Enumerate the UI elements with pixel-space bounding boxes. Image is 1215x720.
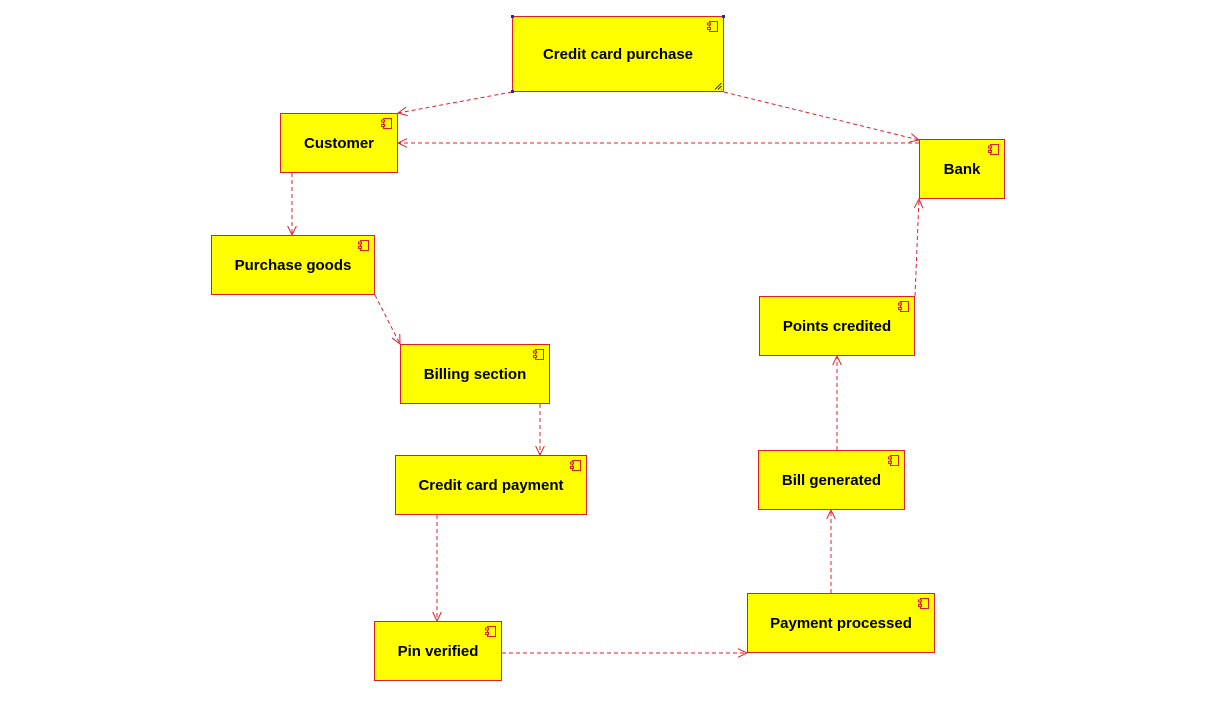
node-purchase-goods[interactable]: Purchase goods — [211, 235, 375, 295]
edge-credit-card-purchase-to-customer[interactable] — [396, 91, 513, 117]
arrowhead-icon — [396, 138, 408, 148]
arrowhead-icon — [396, 106, 408, 117]
component-icon — [570, 460, 581, 471]
edge-credit-card-purchase-to-bank[interactable] — [723, 91, 921, 143]
component-icon — [988, 144, 999, 155]
component-icon — [358, 240, 369, 251]
edge-purchase-goods-to-billing-section[interactable] — [374, 294, 401, 346]
node-label: Payment processed — [770, 614, 912, 632]
node-label: Bank — [943, 160, 981, 178]
component-icon — [918, 598, 929, 609]
node-customer[interactable]: Customer — [280, 113, 398, 173]
node-credit-card-payment[interactable]: Credit card payment — [395, 455, 587, 515]
node-label: Credit card payment — [418, 476, 564, 494]
node-label: Credit card purchase — [542, 45, 694, 63]
node-pin-verified[interactable]: Pin verified — [374, 621, 502, 681]
node-payment-processed[interactable]: Payment processed — [747, 593, 935, 653]
node-label: Bill generated — [781, 471, 882, 489]
node-bill-generated[interactable]: Bill generated — [758, 450, 905, 510]
node-points-credited[interactable]: Points credited — [759, 296, 915, 356]
arrowhead-icon — [913, 197, 924, 209]
component-icon — [381, 118, 392, 129]
component-icon — [898, 301, 909, 312]
component-icon — [485, 626, 496, 637]
resize-grip-icon[interactable] — [713, 81, 722, 90]
arrowhead-icon — [826, 508, 836, 520]
component-icon — [533, 349, 544, 360]
node-label: Purchase goods — [234, 256, 352, 274]
node-label: Customer — [303, 134, 374, 152]
edge-customer-to-purchase-goods[interactable] — [287, 173, 297, 237]
edge-bill-generated-to-points-credited[interactable] — [832, 354, 842, 450]
edge-billing-section-to-credit-card-payment[interactable] — [535, 404, 545, 457]
selection-handle[interactable] — [722, 15, 725, 18]
arrowhead-icon — [832, 354, 842, 366]
edge-payment-processed-to-bill-generated[interactable] — [826, 508, 836, 593]
node-label: Pin verified — [397, 642, 479, 660]
node-credit-card-purchase[interactable]: Credit card purchase — [512, 16, 724, 92]
selection-handle[interactable] — [511, 15, 514, 18]
edge-credit-card-payment-to-pin-verified[interactable] — [432, 515, 442, 623]
component-icon — [707, 21, 718, 32]
component-icon — [888, 455, 899, 466]
edge-points-credited-to-bank[interactable] — [913, 197, 924, 297]
node-bank[interactable]: Bank — [919, 139, 1005, 199]
edge-bank-to-customer[interactable] — [396, 138, 919, 148]
node-label: Points credited — [782, 317, 892, 335]
node-label: Billing section — [423, 365, 527, 383]
edge-pin-verified-to-payment-processed[interactable] — [502, 648, 749, 658]
selection-handle[interactable] — [511, 90, 514, 93]
node-billing-section[interactable]: Billing section — [400, 344, 550, 404]
arrowhead-icon — [737, 648, 749, 658]
